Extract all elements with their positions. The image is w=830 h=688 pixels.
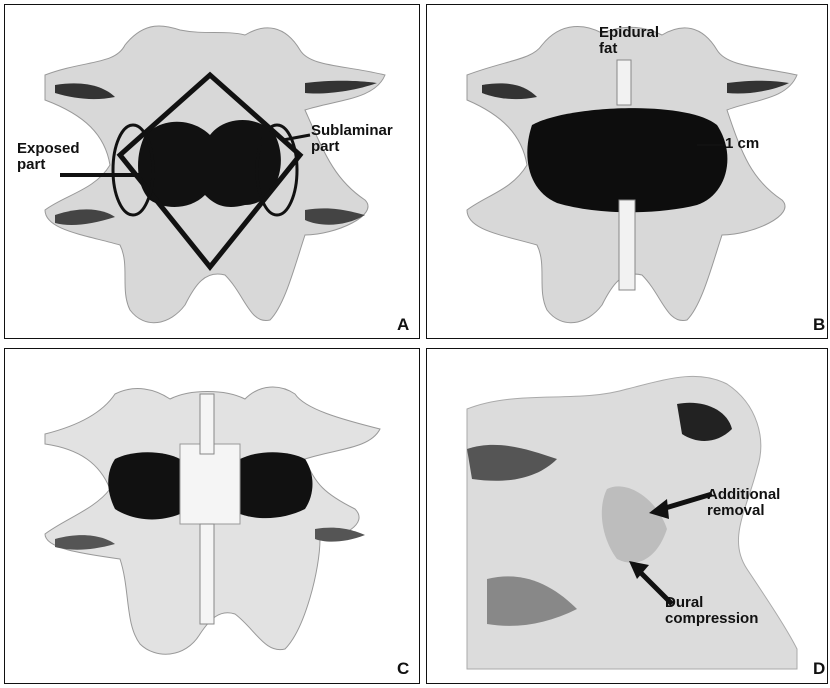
label-additional-removal: Additional removal — [707, 487, 780, 519]
panel-c: C — [4, 348, 420, 684]
panel-letter-b: B — [813, 315, 825, 335]
label-exposed-part: Exposed part — [17, 141, 80, 173]
panel-b: Epidural fat 1 cm B — [426, 4, 828, 339]
label-dural-compression: Dural compression — [665, 595, 758, 627]
panel-letter-c: C — [397, 659, 409, 679]
label-sublaminar-part: Sublaminar part — [311, 123, 393, 155]
panel-letter-a: A — [397, 315, 409, 335]
panel-a: Exposed part Sublaminar part A — [4, 4, 420, 339]
panel-letter-d: D — [813, 659, 825, 679]
vertebra-illustration-c — [5, 349, 420, 684]
panel-d: Additional removal Dural compression D — [426, 348, 828, 684]
label-epidural-fat: Epidural fat — [599, 25, 659, 57]
label-1cm: 1 cm — [725, 136, 759, 152]
